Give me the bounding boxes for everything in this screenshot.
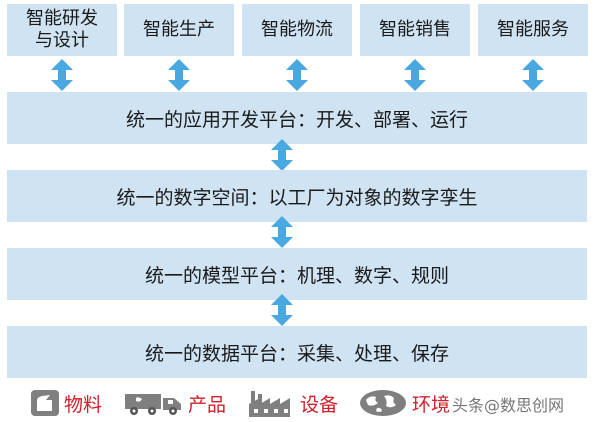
layer-label: 统一的模型平台：机理、数字、规则 [144, 264, 449, 287]
legend-label: 物料 [64, 393, 103, 416]
top-box-label: 智能研发 [26, 8, 98, 29]
top-box-service: 智能服务 [478, 4, 588, 56]
layer-label: 统一的应用开发平台：开发、部署、运行 [125, 108, 468, 131]
double-arrow-icon [271, 216, 293, 248]
double-arrow-icon [51, 59, 73, 91]
layer-label: 统一的数字空间：以工厂为对象的数字孪生 [116, 186, 478, 209]
material-icon [31, 390, 59, 416]
legend-label: 环境 [412, 393, 451, 416]
top-box-sales: 智能销售 [360, 4, 470, 56]
top-box-logistics: 智能物流 [242, 4, 352, 56]
top-box-label: 智能生产 [143, 19, 215, 40]
top-box-label: 智能销售 [379, 19, 451, 40]
globe-icon [360, 390, 406, 416]
legend-label: 设备 [300, 393, 339, 416]
double-arrow-icon [286, 59, 308, 91]
layer-model-platform: 统一的模型平台：机理、数字、规则 [7, 248, 587, 300]
layer-label: 统一的数据平台：采集、处理、保存 [144, 342, 449, 365]
double-arrow-icon [271, 139, 293, 171]
truck-icon [125, 394, 181, 415]
legend-item-environment: 环境 [358, 386, 450, 420]
top-box-label: 与设计 [35, 30, 89, 51]
legend-item-product: 产品 [124, 386, 226, 420]
factory-icon [249, 391, 290, 417]
top-box-label: 智能物流 [261, 19, 333, 40]
top-box-rd-design: 智能研发 与设计 [7, 4, 117, 56]
double-arrow-icon [271, 294, 293, 326]
double-arrow-icon [404, 59, 426, 91]
legend-item-material: 物料 [30, 386, 102, 420]
layer-application-platform: 统一的应用开发平台：开发、部署、运行 [7, 92, 587, 144]
top-box-production: 智能生产 [124, 4, 234, 56]
double-arrow-icon [168, 59, 190, 91]
watermark: 头条@数思创网 [452, 396, 565, 415]
top-box-label: 智能服务 [497, 19, 569, 40]
double-arrow-icon [522, 59, 544, 91]
layer-digital-space: 统一的数字空间：以工厂为对象的数字孪生 [7, 170, 587, 222]
legend-item-equipment: 设备 [248, 386, 338, 420]
layer-data-platform: 统一的数据平台：采集、处理、保存 [7, 326, 587, 378]
legend-label: 产品 [188, 393, 227, 416]
